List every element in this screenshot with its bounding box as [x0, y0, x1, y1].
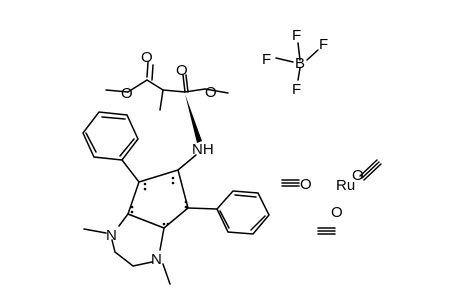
- co1-o-label: O: [300, 176, 312, 193]
- boron-label: B: [295, 55, 305, 72]
- wedge-bond: [185, 94, 202, 143]
- nh-label: NH: [192, 141, 214, 158]
- o-ester2-ether-label: O: [205, 84, 217, 101]
- phenyl-upper-left: [82, 111, 140, 183]
- tetrafluoroborate: F F B F F: [262, 27, 328, 98]
- ester-chain: [105, 61, 229, 143]
- phenyl-right: [187, 190, 270, 235]
- f-top-label: F: [292, 27, 301, 44]
- piperazine-ring: [83, 213, 171, 285]
- carbonyl-ligands: [281, 159, 382, 235]
- o-ester1-carbonyl-label: O: [141, 49, 153, 66]
- n-upper-label: N: [106, 227, 117, 244]
- radical-dots: [130, 176, 188, 226]
- f-right-label: F: [319, 36, 328, 53]
- o-ester2-carbonyl-label: O: [176, 62, 188, 79]
- o-ester1-ether-label: O: [121, 85, 133, 102]
- f-left-label: F: [262, 51, 271, 68]
- n-lower-label: N: [151, 251, 162, 268]
- nh-bond: [177, 154, 197, 171]
- co2-o-label: O: [352, 167, 364, 184]
- ruthenium-label: Ru: [336, 177, 355, 194]
- f-bottom-label: F: [292, 81, 301, 98]
- co3-o-label: O: [331, 204, 343, 221]
